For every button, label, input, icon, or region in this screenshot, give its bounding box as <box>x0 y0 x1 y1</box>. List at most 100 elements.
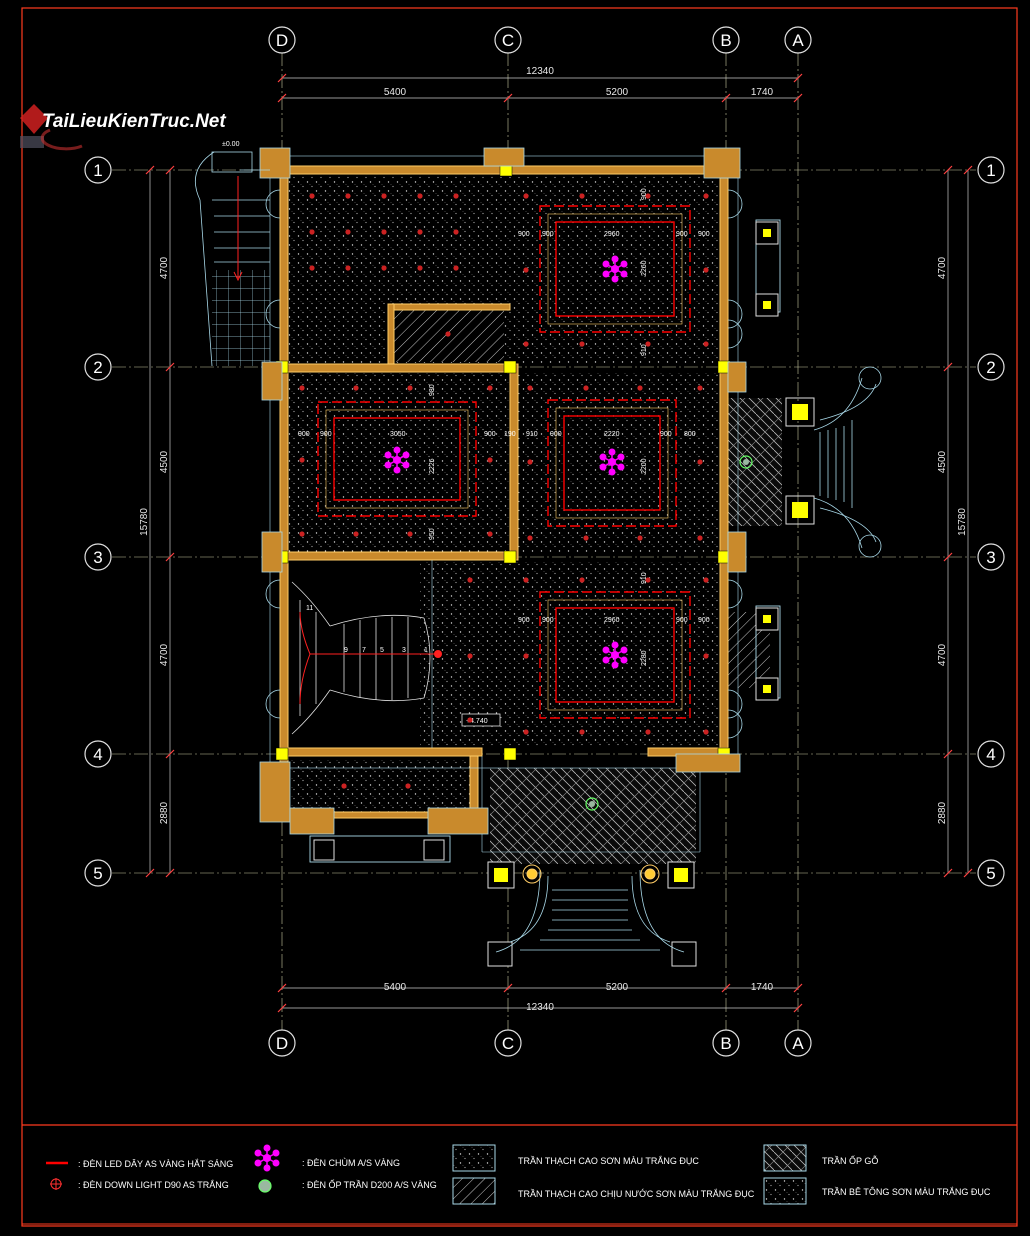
stair-step-5: 5 <box>380 647 384 654</box>
legend-gypsum-swatch <box>452 1144 496 1172</box>
legend-gypsum-label: TRẦN THẠCH CAO SƠN MÀU TRẮNG ĐỤC <box>518 1156 699 1166</box>
room-dim-ml-900c: 900 <box>484 431 496 438</box>
downlight-icon <box>467 577 473 583</box>
stair-step-7: 7 <box>362 647 366 654</box>
chandelier-icon <box>384 446 410 474</box>
dim-right-part-2: 4500 <box>937 450 948 473</box>
dim-left-part-1: 4700 <box>159 256 170 279</box>
room-dim-tr-900a: 900 <box>542 231 554 238</box>
axis-bubbles <box>84 26 1005 1057</box>
room-dim-br-900a: 900 <box>518 617 530 624</box>
legend-chandelier-label: : ĐÈN CHÙM A/S VÀNG <box>302 1158 400 1168</box>
downlight-icon <box>637 535 643 541</box>
legend-wood-label: TRẦN ỐP GỖ <box>822 1155 878 1166</box>
drawing-frame <box>21 7 1018 1227</box>
stair-top-level: ±0.00 <box>222 141 240 148</box>
room-dim-tr-900v: 900 <box>641 188 648 200</box>
downlight-icon <box>579 577 585 583</box>
downlight-icon <box>703 267 709 273</box>
downlight-icon <box>309 229 315 235</box>
downlight-icon <box>381 229 387 235</box>
axis-label-top-D: D <box>276 31 288 50</box>
axis-label-top-A: A <box>792 31 804 50</box>
downlight-icon <box>637 385 643 391</box>
led-soffits <box>317 205 691 719</box>
watermark-text: TaiLieuKienTruc.Net <box>42 111 226 132</box>
room-dim-tr-top: 2960 <box>604 231 620 238</box>
room-dim-tr-900b: 900 <box>676 231 688 238</box>
dim-top-part-2: 5200 <box>606 87 629 98</box>
downlight-icon <box>467 717 473 723</box>
dim-bottom-total: 12340 <box>526 1002 554 1013</box>
axis-label-right-3: 3 <box>986 548 995 567</box>
room-dim-ml-190: 190 <box>504 431 516 438</box>
downlight-icon <box>645 729 651 735</box>
stair-step-1: 1 <box>424 647 428 654</box>
axis-label-left-4: 4 <box>93 745 102 764</box>
downlight-icon <box>299 385 305 391</box>
downlight-icon <box>527 385 533 391</box>
downlight-icon <box>697 535 703 541</box>
downlight-icon <box>703 653 709 659</box>
downlight-icon <box>353 531 359 537</box>
downlight-icon <box>381 265 387 271</box>
legend-ceiling-light-label: : ĐÈN ỐP TRẦN D200 A/S VÀNG <box>302 1179 437 1190</box>
downlight-icon <box>583 385 589 391</box>
level-mark-upper: +4.740 <box>466 718 488 725</box>
room-dim-ml-900a: 900 <box>298 431 310 438</box>
legend-gypsum-water-swatch <box>452 1177 496 1205</box>
axis-label-bottom-C: C <box>502 1034 514 1053</box>
downlight-icon <box>523 577 529 583</box>
chandelier-icon <box>599 448 625 476</box>
downlight-icon <box>645 341 651 347</box>
downlight-icon <box>453 229 459 235</box>
room-dim-ml-side: 2226 <box>429 458 436 474</box>
downlight-icon <box>467 653 473 659</box>
legend-gypsum-water-label: TRẦN THẠCH CAO CHỊU NƯỚC SƠN MÀU TRẮNG Đ… <box>518 1189 755 1199</box>
level-mark-box <box>461 713 501 727</box>
room-dim-tr-side: 2260 <box>641 260 648 276</box>
west-stair-arrowhead <box>233 271 243 282</box>
downlight-icon <box>309 193 315 199</box>
east-porch-post-top <box>785 397 815 427</box>
legend: : ĐÈN LED DÂY AS VÀNG HẮT SÁNG : ĐÈN DOW… <box>46 1144 991 1205</box>
downlight-icon <box>523 193 529 199</box>
axis-label-top-B: B <box>720 31 731 50</box>
axis-label-top-C: C <box>502 31 514 50</box>
room-dimension-labels: 2960 900 900 900 900 2260 910 900 3050 9… <box>298 188 710 666</box>
chandelier-icon <box>602 255 628 283</box>
dim-right-part-4: 2880 <box>937 801 948 824</box>
room-dim-tr-900c: 900 <box>698 231 710 238</box>
downlight-icon <box>703 341 709 347</box>
legend-concrete-swatch <box>763 1177 807 1205</box>
downlight-icon <box>697 385 703 391</box>
downlight-icon <box>417 229 423 235</box>
downlight-icon <box>523 729 529 735</box>
downlight-icon <box>407 385 413 391</box>
downlight-icon <box>353 385 359 391</box>
downlight-icon <box>645 577 651 583</box>
dim-top-part-3: 1740 <box>751 87 774 98</box>
legend-downlight-symbol <box>50 1178 62 1190</box>
room-dim-br-910: 910 <box>641 572 648 584</box>
legend-concrete-label: TRẦN BÊ TÔNG SƠN MÀU TRẮNG ĐỤC <box>822 1187 991 1197</box>
dimension-lines <box>149 77 969 1009</box>
legend-wood-swatch <box>763 1144 807 1172</box>
axis-label-left-5: 5 <box>93 864 102 883</box>
axis-label-bottom-D: D <box>276 1034 288 1053</box>
post-centers <box>494 229 808 882</box>
room-dim-br-900c: 900 <box>676 617 688 624</box>
downlight-icon <box>523 267 529 273</box>
room-dim-ml-950: 950 <box>429 528 436 540</box>
room-dim-ml-top: 3050 <box>390 431 406 438</box>
dim-right-part-1: 4700 <box>937 256 948 279</box>
downlight-icon <box>417 193 423 199</box>
south-lamps <box>522 864 660 884</box>
dim-right-total: 15780 <box>957 508 968 536</box>
interior-stair-marker <box>434 650 442 658</box>
east-porch-post-bottom <box>785 495 815 525</box>
chandelier-icon <box>602 641 628 669</box>
downlight-icon <box>299 457 305 463</box>
dim-left-total: 15780 <box>139 508 150 536</box>
